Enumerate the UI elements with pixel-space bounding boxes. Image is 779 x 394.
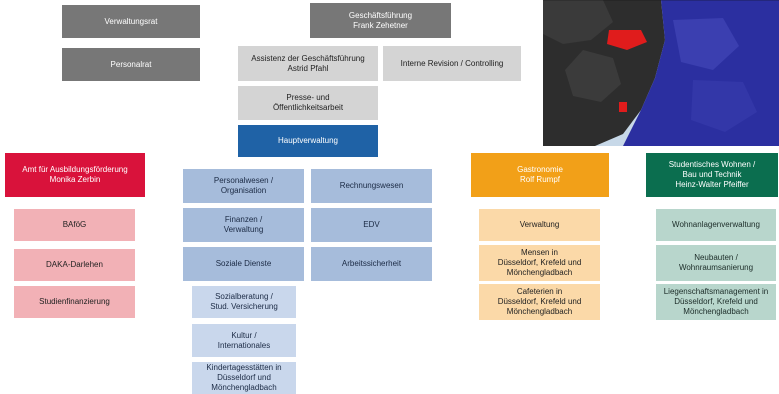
box-hv-sub: Kultur / Internationales xyxy=(192,324,296,357)
box-geschaeftsfuehrung: Geschäftsführung Frank Zehetner xyxy=(310,3,451,38)
box-presse: Presse- und Öffentlichkeitsarbeit xyxy=(238,86,378,120)
box-hv-sub: Sozialberatung / Stud. Versicherung xyxy=(192,286,296,318)
box-gastronomie-item: Cafeterien in Düsseldorf, Krefeld und Mö… xyxy=(479,284,600,320)
box-verwaltungsrat: Verwaltungsrat xyxy=(62,5,200,38)
box-gastronomie-item: Mensen in Düsseldorf, Krefeld und Mönche… xyxy=(479,245,600,281)
box-amt-item: BAföG xyxy=(14,209,135,241)
box-hv-left: Personalwesen / Organisation xyxy=(183,169,304,203)
box-amt-item: Studienfinanzierung xyxy=(14,286,135,318)
box-hv-right: Arbeitssicherheit xyxy=(311,247,432,281)
box-wohnen-item: Wohnanlagenverwaltung xyxy=(656,209,776,241)
box-hv-left: Soziale Dienste xyxy=(183,247,304,281)
box-wohnen-item: Neubauten / Wohnraumsanierung xyxy=(656,245,776,281)
map-graphic xyxy=(543,0,779,146)
box-hv-right: Rechnungswesen xyxy=(311,169,432,203)
box-amt-item: DAKA-Darlehen xyxy=(14,249,135,281)
region-map-image xyxy=(543,0,779,146)
box-assistenz: Assistenz der Geschäftsführung Astrid Pf… xyxy=(238,46,378,81)
box-hv-right: EDV xyxy=(311,208,432,242)
box-gastronomie-item: Verwaltung xyxy=(479,209,600,241)
box-interne-revision: Interne Revision / Controlling xyxy=(383,46,521,81)
box-gastronomie-header: Gastronomie Rolf Rumpf xyxy=(471,153,609,197)
box-hv-left: Finanzen / Verwaltung xyxy=(183,208,304,242)
box-amt-header: Amt für Ausbildungsförderung Monika Zerb… xyxy=(5,153,145,197)
box-wohnen-item: Liegenschaftsmanagement in Düsseldorf, K… xyxy=(656,284,776,320)
box-personalrat: Personalrat xyxy=(62,48,200,81)
box-hv-sub: Kindertagesstätten in Düsseldorf und Mön… xyxy=(192,362,296,394)
box-wohnen-header: Studentisches Wohnen / Bau und Technik H… xyxy=(646,153,778,197)
box-hauptverwaltung: Hauptverwaltung xyxy=(238,125,378,157)
